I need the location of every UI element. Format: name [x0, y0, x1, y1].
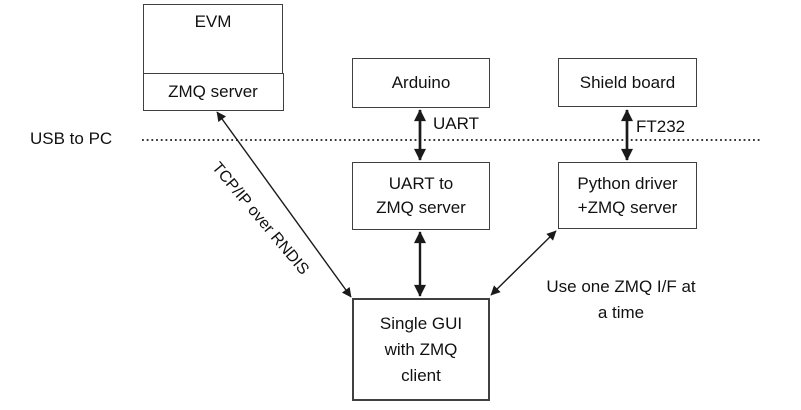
evm-node-title: EVM: [194, 12, 232, 31]
uart-to-zmq-line-2: ZMQ server: [376, 198, 466, 217]
uart-to-zmq-server-node: UART to ZMQ server: [352, 162, 490, 230]
use-one-zmq-note: Use one ZMQ I/F at a time: [543, 274, 699, 326]
single-gui-line-3: client: [401, 365, 441, 385]
python-driver-node: Python driver +ZMQ server: [558, 162, 697, 229]
single-gui-line-1: Single GUI: [379, 313, 463, 333]
evm-zmq-server-compartment: ZMQ server: [142, 72, 284, 111]
evm-gui-arrow: [216, 111, 352, 298]
shield-board-node-label: Shield board: [579, 72, 676, 92]
uart-to-zmq-line-1: UART to: [388, 174, 454, 193]
single-gui-line-2: with ZMQ: [384, 339, 458, 359]
python-driver-line-2: +ZMQ server: [577, 197, 678, 217]
python-gui-arrow: [490, 230, 557, 296]
use-one-zmq-note-line-1: Use one ZMQ: [546, 277, 653, 296]
python-driver-line-1: Python driver: [577, 173, 678, 193]
ft232-link-label: FT232: [636, 117, 686, 136]
evm-zmq-server-label: ZMQ server: [168, 81, 258, 101]
usb-to-pc-label: USB to PC: [30, 129, 113, 148]
single-gui-node: Single GUI with ZMQ client: [352, 298, 490, 401]
evm-node: EVM ZMQ server: [142, 4, 284, 111]
shield-board-node: Shield board: [558, 58, 697, 107]
arduino-node: Arduino: [352, 58, 490, 108]
uart-link-label: UART: [433, 114, 479, 133]
use-one-zmq-note-line-2: I/F at a time: [597, 277, 696, 322]
arduino-node-label: Arduino: [391, 73, 451, 92]
